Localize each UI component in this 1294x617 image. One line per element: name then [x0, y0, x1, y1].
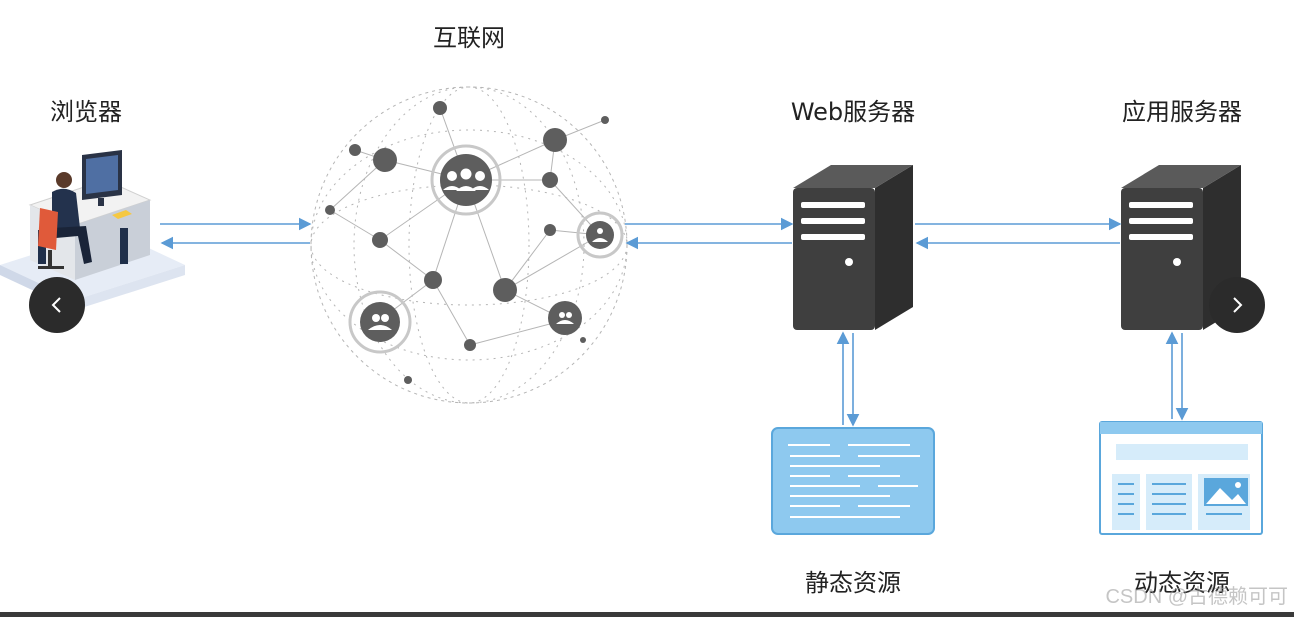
static-resource-label: 静态资源: [805, 569, 901, 597]
browser-workstation-illustration: [0, 150, 185, 310]
static-resource-document-icon: [771, 427, 935, 535]
connection-arrows: [160, 217, 1189, 427]
web-server-label: Web服务器: [790, 98, 916, 126]
carousel-next-button[interactable]: [1209, 277, 1265, 333]
dynamic-resource-webpage-icon: [1099, 421, 1263, 535]
internet-label: 互联网: [433, 24, 505, 52]
carousel-prev-button[interactable]: [29, 277, 85, 333]
internet-globe-nodes: [325, 101, 624, 384]
app-server-label: 应用服务器: [1122, 98, 1242, 126]
dynamic-resource-label: 动态资源: [1134, 569, 1230, 597]
browser-label: 浏览器: [50, 98, 122, 126]
bottom-divider: [0, 612, 1294, 617]
chevron-left-icon: [51, 297, 61, 313]
web-server-icon: [793, 165, 913, 330]
chevron-right-icon: [1233, 297, 1243, 313]
csdn-watermark: CSDN @古德赖可可: [1105, 586, 1288, 608]
